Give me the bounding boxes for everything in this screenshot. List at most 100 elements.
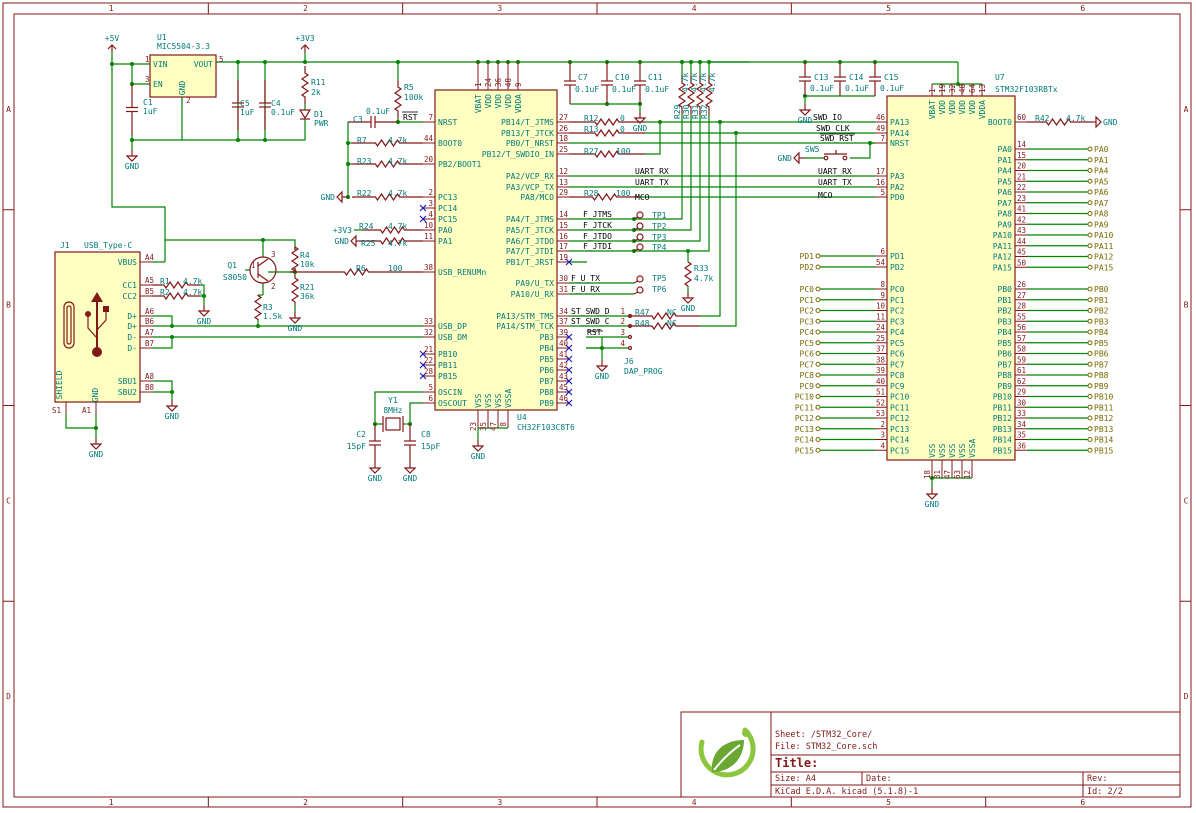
u4-pin-num: 37 — [559, 317, 568, 326]
frame-column-label: 1 — [109, 4, 114, 13]
hier-label-symbol — [1087, 200, 1093, 206]
no-connect-mark — [565, 377, 573, 385]
u4-pin-label: VSS — [494, 393, 503, 408]
rpack-resistor — [677, 75, 687, 115]
hier-label-symbol — [815, 308, 821, 313]
r48-ref: R48 — [635, 319, 650, 328]
j1-pin-label: D+ — [127, 312, 137, 321]
hier-label-pb: PB12 — [1094, 414, 1113, 423]
u7-pin-label: PC0 — [890, 285, 905, 294]
u4-pin-label: PB14/T_JTMS — [501, 118, 554, 127]
u7-pin-label: PC8 — [890, 371, 905, 380]
rpack-resistor — [704, 75, 714, 115]
hier-label-symbol — [1087, 297, 1093, 303]
net-label-j6: ST_SWD_C — [571, 317, 610, 326]
u4-pin-label: USB_DP — [438, 322, 467, 331]
net-label-j6: RST — [587, 328, 602, 337]
u1-value: MIC5504-3.3 — [157, 42, 210, 51]
u4-pin-label: PA10/U_RX — [511, 290, 555, 299]
net-label-fjt: F_JTCK — [583, 221, 612, 230]
u7-pin-label: VSSA — [968, 439, 977, 458]
u1-ref: U1 — [157, 33, 167, 42]
gnd-label: GND — [89, 450, 104, 459]
frame-column-label: 2 — [303, 4, 308, 13]
hier-label-pb: PB6 — [1094, 350, 1109, 359]
frame-row-label: D — [6, 692, 11, 701]
hier-label-pb: PB9 — [1094, 382, 1109, 391]
test-point — [633, 248, 639, 252]
u7-pin-label: PB11 — [993, 403, 1012, 412]
rpack-ref: R30 — [682, 104, 691, 119]
y1-crystal — [385, 417, 401, 431]
u7-pin-num: 48 — [958, 83, 967, 93]
file-name: File: STM32_Core.sch — [775, 742, 877, 752]
u7-pin-label: PD1 — [890, 252, 905, 261]
gnd-symbol — [471, 445, 485, 452]
gnd-symbol — [595, 365, 609, 372]
frame-column-label: 6 — [1080, 4, 1085, 13]
hier-label-symbol — [1087, 157, 1093, 163]
gnd-label: GND — [1103, 118, 1118, 127]
hier-label-pc: PC7 — [800, 360, 815, 369]
u7-pin-num: 8 — [880, 280, 885, 289]
j1-pin-num: A8 — [145, 372, 155, 381]
j6-pin-num: 2 — [620, 317, 625, 326]
u4-pin-num: 10 — [424, 221, 434, 230]
junction — [170, 390, 174, 394]
r21-value: 36k — [300, 292, 315, 301]
u4-pin-num: 12 — [559, 167, 568, 176]
u7-pin-num: 20 — [1017, 162, 1027, 171]
d1-value: PWR — [314, 119, 329, 128]
wire — [263, 239, 296, 250]
sw5-switch — [842, 155, 848, 161]
r21-ref: R21 — [300, 283, 315, 292]
hier-label-symbol — [815, 297, 821, 303]
u7-pin-label: PD0 — [890, 193, 905, 202]
u4-pin-num: 4 — [428, 210, 433, 219]
u7-pin-num: 16 — [876, 178, 886, 187]
c7-ref: C7 — [578, 73, 588, 82]
j1-ref: J1 — [60, 241, 70, 250]
u4-pin-num: 34 — [559, 307, 569, 316]
u4-pin-label: PB6 — [540, 366, 555, 375]
net-label-swd-clk: SWD_CLK — [816, 124, 850, 133]
test-point — [633, 238, 639, 242]
r2-resistor — [152, 291, 200, 301]
usb-trident-icon — [85, 311, 91, 317]
u7-pin-num: 58 — [1017, 345, 1027, 354]
frame-row-label: B — [6, 301, 11, 310]
u1-body — [149, 54, 217, 98]
q1-pin-num: 1 — [251, 261, 256, 270]
u7-pin-num: 36 — [1017, 441, 1027, 450]
j1-pin-label: SBU2 — [118, 388, 137, 397]
wire — [634, 115, 683, 220]
u7-pin-label: NRST — [890, 139, 909, 148]
u4-pin-label: PC13 — [438, 193, 457, 202]
u4-pin-num: 39 — [559, 328, 568, 337]
rpack-value: 4.7k — [690, 73, 699, 92]
u7-pin-num: 43 — [1017, 226, 1026, 235]
u4-pin-num: 44 — [424, 134, 434, 143]
hier-label-pb: PB5 — [1094, 339, 1109, 348]
u7-pin-num: 31 — [933, 470, 942, 479]
u4-pin-label: PB0/T_NRST — [506, 139, 554, 148]
j6-pin-num: 3 — [620, 328, 625, 337]
hier-label-symbol — [1087, 372, 1093, 378]
u4-pin-label: PB15 — [438, 372, 457, 381]
u4-pin-num: 16 — [559, 232, 569, 241]
u4-pin-num: 45 — [559, 383, 568, 392]
hier-label-symbol — [815, 415, 821, 421]
j6-ref: J6 — [624, 357, 634, 366]
tp-ref: TP2 — [652, 222, 667, 231]
u4-pin-label: PA4/T_JTMS — [506, 215, 554, 224]
c3-ref: C3 — [353, 115, 363, 124]
hier-label-symbol — [1087, 351, 1093, 356]
r25-resistor — [362, 236, 423, 246]
c10-value: 0.1uF — [612, 85, 636, 94]
junction — [734, 131, 738, 135]
u7-pin-num: 23 — [1017, 194, 1026, 203]
u7-pin-num: 6 — [880, 247, 885, 256]
hier-label-pb: PB15 — [1094, 446, 1113, 455]
gnd-symbol — [403, 467, 417, 474]
u4-pin-label: VDDA — [514, 94, 523, 113]
